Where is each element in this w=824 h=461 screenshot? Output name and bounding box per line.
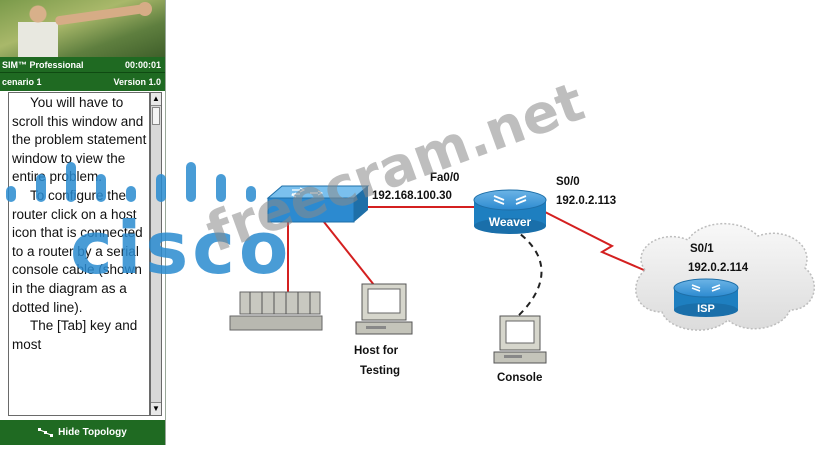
scroll-up-arrow-icon[interactable]: ▲ [151,93,161,106]
sim-panel: SIM™ Professional 00:00:01 cenario 1 Ver… [0,0,166,445]
sim-scenario-bar: cenario 1 Version 1.0 [0,73,165,91]
console-cable [511,227,543,317]
topology-icon [38,427,54,437]
hide-topology-label: Hide Topology [58,427,127,438]
s01-ip-label: 192.0.2.114 [688,262,749,274]
scroll-thumb[interactable] [152,107,160,125]
router-weaver-name: Weaver [489,215,532,229]
s00-interface-label: S0/0 [556,176,580,188]
host-for-testing-label-line1: Host for [354,345,399,357]
host-for-testing-icon[interactable] [355,283,413,335]
switch-icon[interactable] [266,185,370,223]
router-weaver-icon[interactable]: Weaver [473,189,547,234]
sim-header-photo [0,0,165,57]
hide-topology-button[interactable]: Hide Topology [0,420,165,445]
problem-paragraph-3: The [Tab] key and most [12,318,138,352]
pc-left-icon[interactable] [229,291,323,331]
fa00-interface-label: Fa0/0 [430,172,460,184]
version-label: Version 1.0 [113,77,161,87]
sim-title-bar: SIM™ Professional 00:00:01 [0,57,165,73]
link-switch-host [323,221,379,291]
router-isp-icon[interactable]: ISP [673,278,739,317]
product-title: SIM™ Professional [2,59,84,70]
fa00-ip-label: 192.168.100.30 [372,190,452,202]
problem-scrollbar[interactable]: ▲ ▼ [150,92,162,416]
s01-interface-label: S0/1 [690,243,714,255]
timer: 00:00:01 [124,59,161,70]
console-pc-icon[interactable] [493,315,547,364]
host-for-testing-label-line2: Testing [360,365,401,377]
router-isp-name: ISP [697,303,715,315]
scroll-down-arrow-icon[interactable]: ▼ [151,402,161,415]
problem-statement-text[interactable]: You will have to scroll this window and … [8,92,150,416]
console-label: Console [497,372,543,384]
problem-paragraph-1: You will have to scroll this window and … [12,95,147,185]
scenario-label: cenario 1 [2,77,42,87]
s00-ip-label: 192.0.2.113 [556,195,617,207]
